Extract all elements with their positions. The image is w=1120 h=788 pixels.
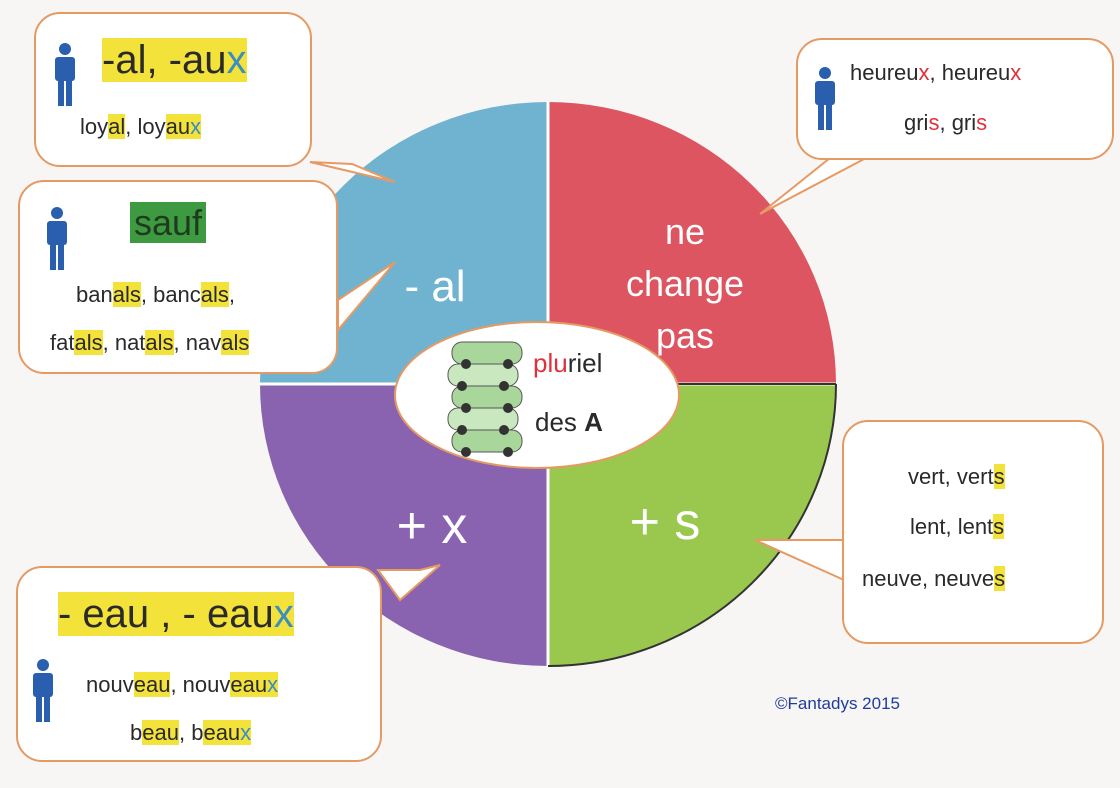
person-icon: [55, 43, 75, 106]
bubble-al-title: -al, -aux: [102, 38, 247, 82]
segment-label-s: + s: [629, 493, 701, 551]
bubble-al-aux: -al, -aux loyal, loyaux: [34, 12, 312, 167]
bubble-eau-line2: beau, beaux: [130, 720, 252, 745]
bubble-sauf-line2: fatals, natals, navals: [50, 330, 250, 355]
segment-label-invariant: ne change pas: [625, 211, 745, 356]
segment-top-right: [548, 102, 836, 384]
center-title-line1: pluriel: [533, 348, 603, 378]
bubble-invariant-line1: heureux, heureux: [850, 60, 1022, 85]
bubble-eau-title: - eau , - eaux: [58, 592, 294, 636]
tail-invariant: [759, 157, 867, 215]
person-icon: [815, 67, 835, 130]
person-icon: [47, 207, 67, 270]
segment-label-x: + x: [396, 497, 468, 555]
copyright-text: ©Fantadys 2015: [775, 694, 900, 713]
tail-eau: [376, 564, 441, 602]
center-title-line2: des A: [535, 407, 603, 437]
bubble-sauf: sauf banals, bancals, fatals, natals, na…: [18, 180, 338, 374]
bubble-eau: - eau , - eaux nouveau, nouveaux beau, b…: [16, 566, 382, 762]
bubble-invariant-line2: gris, gris: [904, 110, 988, 135]
person-icon: [33, 659, 53, 722]
bubble-invariant: heureux, heureux gris, gris: [796, 38, 1114, 160]
bubble-plus-s: vert, verts lent, lents neuve, neuves: [842, 420, 1104, 644]
bubble-s-line1: vert, verts: [908, 464, 1005, 489]
tail-al: [309, 161, 396, 183]
bubble-sauf-title: sauf: [130, 202, 207, 244]
tail-sauf: [337, 261, 396, 333]
bubble-s-line3: neuve, neuves: [862, 566, 1006, 591]
segment-label-al: - al: [404, 262, 466, 311]
bubble-al-example: loyal, loyaux: [80, 114, 202, 139]
car-stack-icon: [447, 341, 523, 457]
bubble-s-line2: lent, lents: [910, 514, 1005, 539]
bubble-eau-line1: nouveau, nouveaux: [86, 672, 279, 697]
bubble-sauf-line1: banals, bancals,: [76, 282, 236, 307]
